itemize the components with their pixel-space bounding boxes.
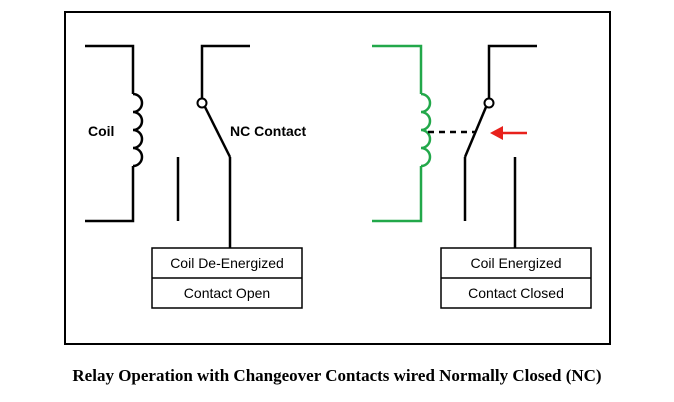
diagram-frame: [64, 11, 611, 345]
diagram-caption: Relay Operation with Changeover Contacts…: [72, 366, 602, 385]
right-relay: Coil Energized Contact Closed: [372, 44, 592, 309]
right-contact: [463, 44, 537, 248]
relay-diagram: Coil NC Contact Coil De-Energized Contac…: [64, 11, 611, 345]
right-status-box: Coil Energized Contact Closed: [440, 247, 592, 309]
left-nc-contact: [176, 44, 250, 248]
right-coil: [372, 44, 432, 223]
left-contact-label: NC Contact: [230, 123, 307, 139]
left-relay: Coil NC Contact Coil De-Energized Contac…: [85, 44, 307, 309]
right-status-bottom: Contact Closed: [468, 285, 564, 301]
left-coil-label: Coil: [88, 123, 114, 139]
right-arrow-icon: [490, 126, 527, 140]
left-status-top: Coil De-Energized: [170, 255, 284, 271]
right-status-top: Coil Energized: [470, 255, 561, 271]
left-status-box: Coil De-Energized Contact Open: [151, 247, 303, 309]
left-status-bottom: Contact Open: [184, 285, 270, 301]
left-coil: [85, 44, 144, 223]
